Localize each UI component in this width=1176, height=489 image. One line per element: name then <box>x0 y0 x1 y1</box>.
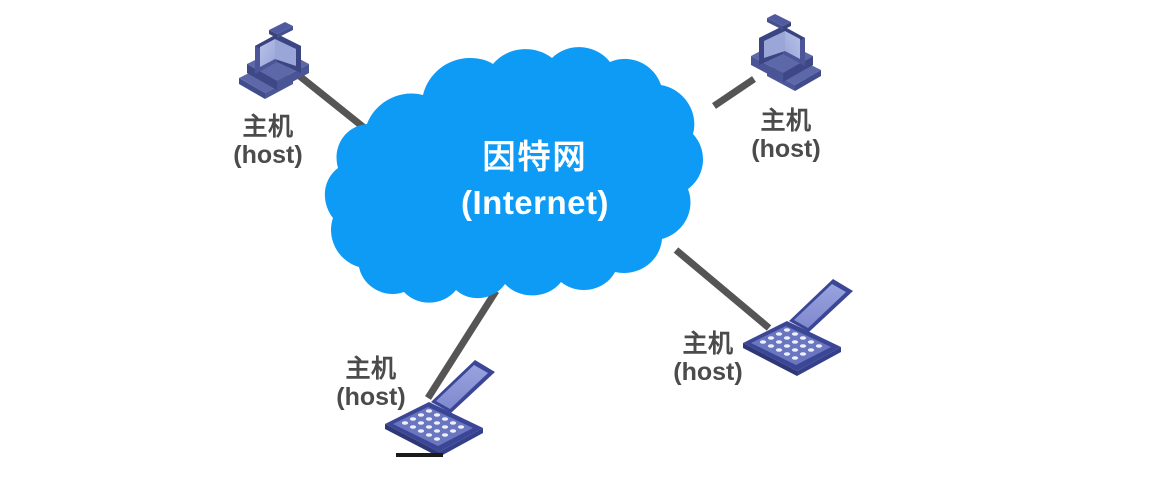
desktop-computer-icon-top-left <box>239 22 309 99</box>
desktop-computer-icon-top-right <box>751 14 821 91</box>
host-label-top-right: 主机 (host) <box>706 107 866 163</box>
connector-lines <box>294 71 772 400</box>
host-label-top-left-cn: 主机 <box>242 113 294 141</box>
internet-cloud-label-en: (Internet) <box>461 183 609 221</box>
internet-cloud-label-cn: 因特网 <box>482 138 588 175</box>
host-label-bottom-right-en: (host) <box>673 358 743 386</box>
host-label-bottom-left-en: (host) <box>336 383 406 411</box>
host-label-bottom-left-cn: 主机 <box>345 355 397 383</box>
host-label-top-right-cn: 主机 <box>760 107 812 135</box>
internet-cloud-shape <box>324 47 704 303</box>
host-label-top-left: 主机 (host) <box>188 113 348 169</box>
internet-cloud-label: 因特网 (Internet) <box>385 137 685 222</box>
host-label-bottom-right: 主机 (host) <box>628 330 788 386</box>
laptop-icon-bottom-left <box>385 360 495 457</box>
link-top-left-line <box>294 71 375 137</box>
link-bottom-right-line <box>673 247 772 331</box>
host-label-top-right-en: (host) <box>751 135 821 163</box>
host-label-bottom-right-cn: 主机 <box>682 330 734 358</box>
laptop-icon-bottom-right <box>743 279 853 376</box>
link-bottom-left-line <box>425 289 499 400</box>
host-label-bottom-left: 主机 (host) <box>291 355 451 411</box>
host-label-top-left-en: (host) <box>233 141 303 169</box>
link-top-right-line <box>712 76 756 109</box>
